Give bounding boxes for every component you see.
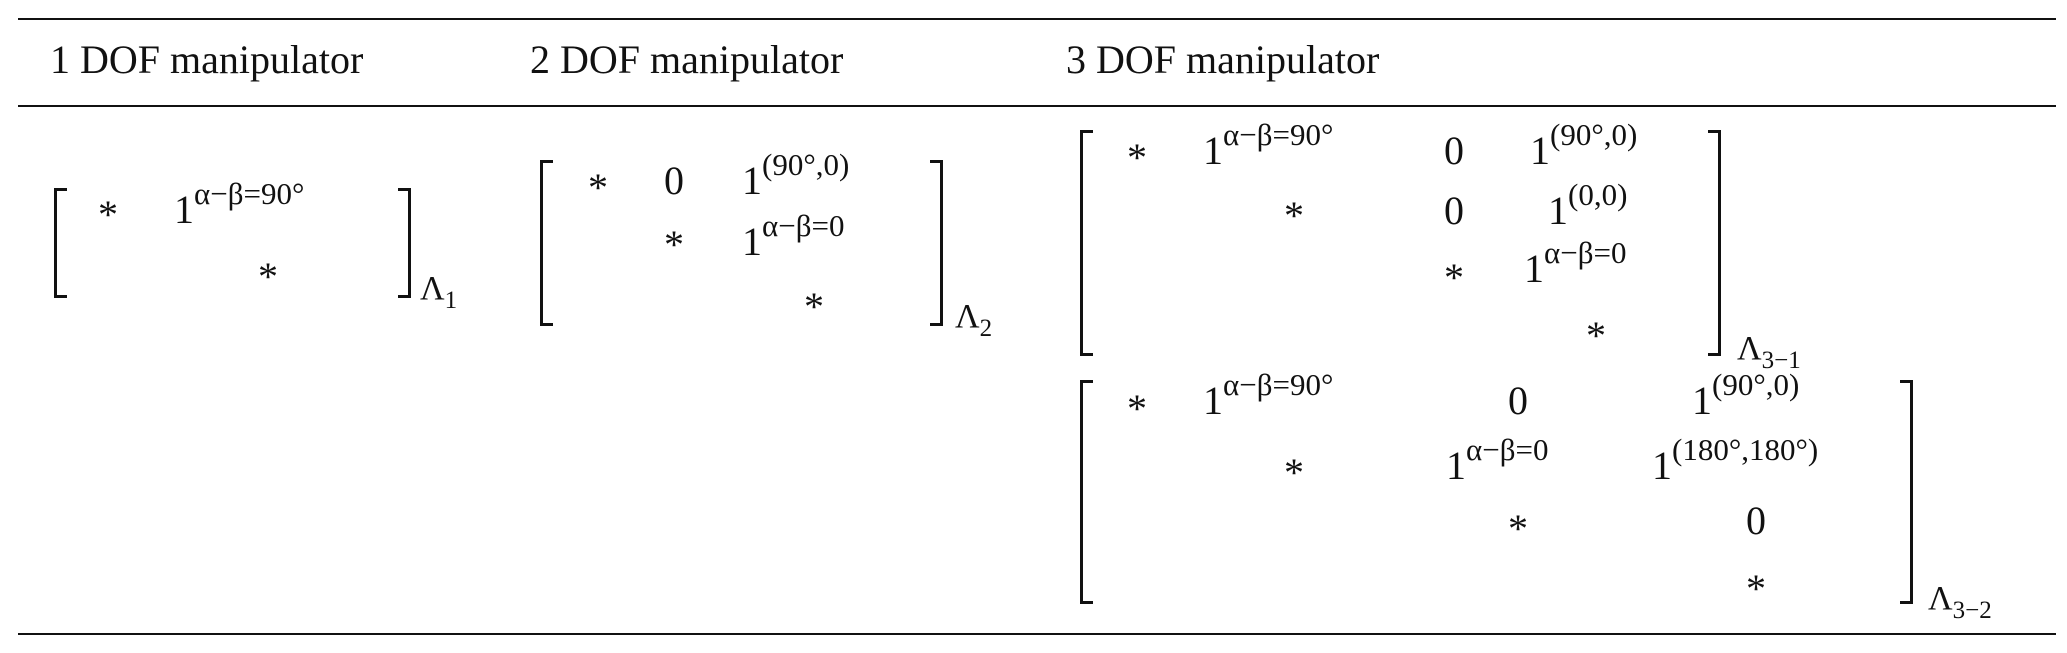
matrix-entry: 0 [1444,188,1464,233]
matrix-entry: * [588,165,608,210]
matrix-entry: * [1284,193,1304,238]
header-1dof: 1 DOF manipulator [50,37,364,82]
matrix-entry: 1α−β=90° [1203,366,1334,423]
matrix-entry: * [258,254,278,299]
right-bracket [1900,380,1913,604]
right-bracket [1708,130,1721,356]
matrix-entry: * [1746,566,1766,611]
matrix-entry: * [1127,135,1147,180]
matrix-entry: 1α−β=0 [1446,431,1549,488]
matrix-entry: 1(90°,0) [1530,116,1638,173]
left-bracket [54,188,67,298]
bottom-rule [18,633,2056,635]
right-bracket [930,160,943,326]
matrix-label: Λ3−1 [1737,330,1801,374]
matrix-label: Λ1 [420,270,458,314]
matrix-entry: 1(90°,0) [742,146,850,203]
header-3dof: 3 DOF manipulator [1066,37,1380,82]
matrix-entry: 0 [1444,128,1464,173]
matrix-entry: 1α−β=90° [174,175,305,232]
matrix-entry: * [1508,506,1528,551]
matrix-entry: * [1127,386,1147,431]
matrix-entry: 0 [1746,498,1766,543]
matrix-entry: 1α−β=0 [742,207,845,264]
left-bracket [1080,380,1093,604]
header-2dof: 2 DOF manipulator [530,37,844,82]
matrix-label: Λ2 [955,298,993,342]
matrix-entry: * [1444,255,1464,300]
header-rule [18,105,2056,107]
matrix-entry: 1α−β=0 [1524,234,1627,291]
top-rule [18,18,2056,20]
right-bracket [398,188,411,298]
matrix-entry: 1(90°,0) [1692,366,1800,423]
matrix-entry: 1(180°,180°) [1652,431,1819,488]
matrix-entry: 0 [664,158,684,203]
matrix-entry: * [1284,450,1304,495]
matrix-entry: * [98,192,118,237]
matrix-entry: * [804,284,824,329]
matrix-entry: 1α−β=90° [1203,116,1334,173]
left-bracket [1080,130,1093,356]
matrix-label: Λ3−2 [1928,580,1992,624]
matrix-entry: 0 [1508,378,1528,423]
matrix-entry: * [1586,313,1606,358]
matrix-entry: * [664,222,684,267]
matrix-entry: 1(0,0) [1548,176,1628,233]
left-bracket [540,160,553,326]
